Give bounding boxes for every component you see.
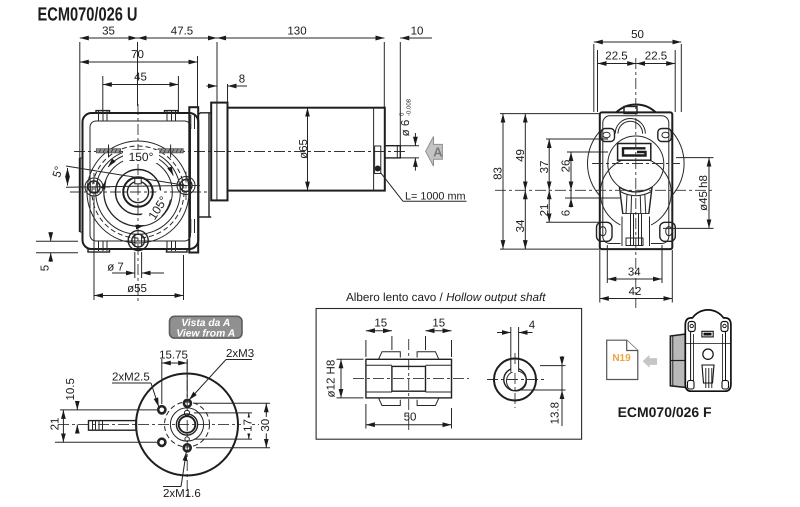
svg-text:21: 21 xyxy=(50,418,62,431)
svg-text:10.5: 10.5 xyxy=(65,378,77,400)
svg-text:150°: 150° xyxy=(129,150,154,164)
svg-text:10: 10 xyxy=(411,26,424,38)
svg-text:37: 37 xyxy=(539,161,551,174)
svg-text:ECM070/026 U: ECM070/026 U xyxy=(38,5,138,26)
svg-text:Vista da A: Vista da A xyxy=(181,318,230,329)
svg-text:ø12 H8: ø12 H8 xyxy=(326,360,338,398)
svg-text:30: 30 xyxy=(260,419,272,432)
svg-text:2xM2.5: 2xM2.5 xyxy=(112,372,150,384)
svg-text:45: 45 xyxy=(134,72,147,84)
svg-text:13.8: 13.8 xyxy=(550,402,562,424)
svg-text:15: 15 xyxy=(432,318,445,330)
svg-text:49: 49 xyxy=(515,149,527,162)
svg-text:22.5: 22.5 xyxy=(605,51,627,63)
svg-text:View from A: View from A xyxy=(176,328,235,339)
svg-text:ø45 h8: ø45 h8 xyxy=(698,175,710,211)
svg-text:47.5: 47.5 xyxy=(171,26,193,38)
svg-text:50: 50 xyxy=(631,29,644,41)
svg-text:-0.008: -0.008 xyxy=(406,98,413,116)
svg-text:ECM070/026 F: ECM070/026 F xyxy=(618,404,712,420)
svg-text:Albero lento cavo / Hollow out: Albero lento cavo / Hollow output shaft xyxy=(346,291,546,304)
svg-text:26: 26 xyxy=(561,160,573,173)
svg-text:0: 0 xyxy=(399,112,406,116)
svg-text:5: 5 xyxy=(40,265,52,271)
svg-text:42: 42 xyxy=(629,286,642,298)
svg-text:ø65: ø65 xyxy=(298,139,310,159)
svg-text:ø55: ø55 xyxy=(127,283,147,295)
svg-text:ø 7: ø 7 xyxy=(107,262,124,274)
svg-text:N19: N19 xyxy=(612,353,631,364)
svg-text:8: 8 xyxy=(239,74,245,86)
svg-text:21: 21 xyxy=(539,204,551,217)
svg-text:35: 35 xyxy=(102,26,115,38)
svg-text:L= 1000 mm: L= 1000 mm xyxy=(405,190,466,202)
svg-text:83: 83 xyxy=(493,167,505,180)
svg-text:6: 6 xyxy=(561,210,573,216)
svg-text:A: A xyxy=(433,145,443,160)
svg-text:130: 130 xyxy=(287,26,306,38)
svg-text:34: 34 xyxy=(515,219,527,232)
svg-text:5°: 5° xyxy=(51,165,66,179)
svg-text:ø 6: ø 6 xyxy=(400,120,412,137)
svg-text:2xM1.6: 2xM1.6 xyxy=(163,488,201,500)
svg-text:4: 4 xyxy=(529,320,536,332)
svg-text:50: 50 xyxy=(404,412,417,424)
svg-text:70: 70 xyxy=(131,49,144,61)
svg-text:22.5: 22.5 xyxy=(645,51,667,63)
svg-text:15: 15 xyxy=(374,318,387,330)
svg-text:15.75: 15.75 xyxy=(159,350,188,362)
svg-text:34: 34 xyxy=(628,267,641,279)
svg-text:17: 17 xyxy=(243,419,255,432)
svg-text:2xM3: 2xM3 xyxy=(226,348,254,360)
